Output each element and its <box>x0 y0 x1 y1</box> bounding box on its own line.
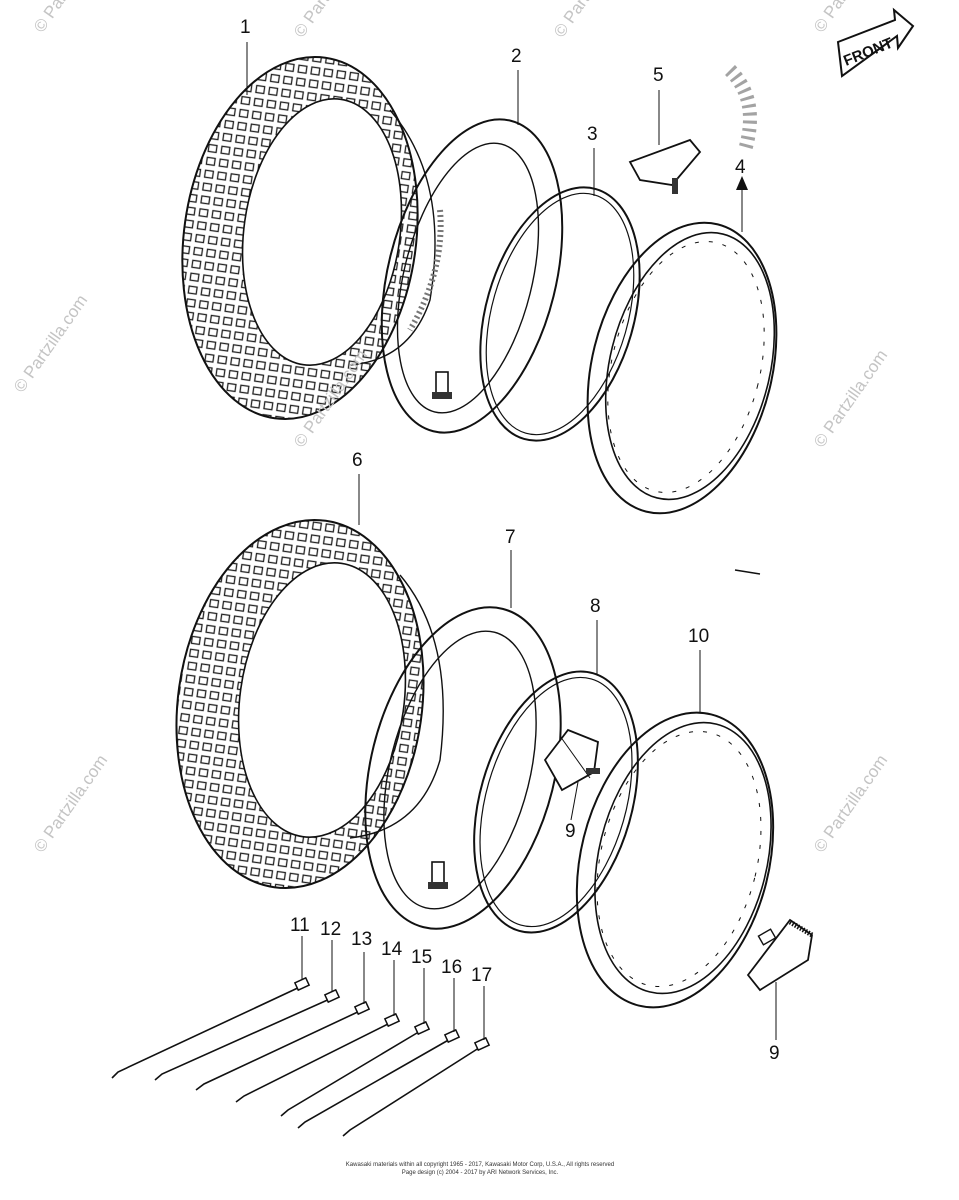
callout-3: 3 <box>587 124 598 145</box>
callout-12: 12 <box>320 919 342 940</box>
callout-5: 5 <box>653 65 664 86</box>
callout-17: 17 <box>471 965 493 986</box>
rim-lock-side <box>746 918 814 992</box>
callout-10: 10 <box>688 626 710 647</box>
callout-9-side: 9 <box>769 1043 780 1064</box>
rear-tire <box>175 519 444 889</box>
spoke-set <box>111 976 491 1137</box>
rear-rim <box>575 711 775 1009</box>
front-tube <box>380 118 564 434</box>
callout-8: 8 <box>590 596 601 617</box>
front-tire <box>181 56 436 420</box>
front-rim <box>586 221 778 515</box>
front-arrow-icon: FRONT <box>836 7 915 78</box>
copyright-line-2: Page design (c) 2004 - 2017 by ARI Netwo… <box>401 1170 559 1176</box>
callout-9-center: 9 <box>565 821 576 842</box>
callout-1: 1 <box>240 17 251 38</box>
arrow-up-icon <box>736 176 748 232</box>
callout-14: 14 <box>381 939 403 960</box>
callout-4: 4 <box>735 157 746 178</box>
rear-rim-lock <box>543 728 600 792</box>
valve-stem-icon <box>428 861 448 889</box>
valve-stem-icon <box>432 371 452 399</box>
leader-lines <box>246 42 777 1040</box>
front-rim-lock <box>628 138 702 194</box>
callout-7: 7 <box>505 527 516 548</box>
callout-15: 15 <box>411 947 433 968</box>
rear-tube <box>364 606 562 930</box>
callout-13: 13 <box>351 929 373 950</box>
callout-16: 16 <box>441 957 463 978</box>
copyright-line-1: Kawasaki materials within all copyright … <box>345 1162 615 1168</box>
callout-6: 6 <box>352 450 363 471</box>
callout-11: 11 <box>290 915 310 936</box>
callout-2: 2 <box>511 46 522 67</box>
rear-rim-band <box>473 670 639 934</box>
